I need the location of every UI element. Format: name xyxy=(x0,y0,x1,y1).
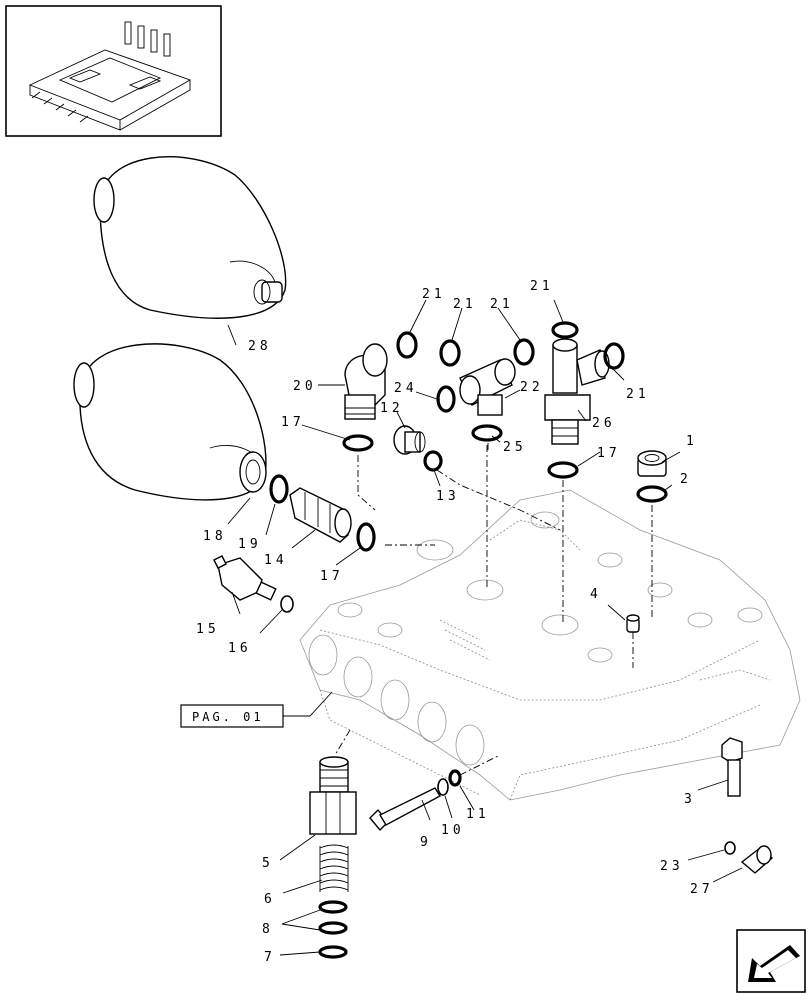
callout-6: 6 xyxy=(264,892,276,907)
callout-27: 27 xyxy=(690,882,714,897)
oring-19[interactable] xyxy=(269,474,289,504)
callout-24: 24 xyxy=(394,381,418,396)
oring-24[interactable] xyxy=(436,385,456,413)
oring-21-a[interactable] xyxy=(396,331,418,359)
callout-2: 2 xyxy=(680,472,692,487)
callout-21b: 21 xyxy=(453,297,477,312)
cross-fitting-26[interactable] xyxy=(544,338,610,445)
adapter-14[interactable] xyxy=(289,487,352,543)
callout-21a: 21 xyxy=(422,287,446,302)
plug-12[interactable] xyxy=(393,425,426,455)
spring-6[interactable] xyxy=(319,844,349,892)
callout-21e: 21 xyxy=(626,387,650,402)
assembly-centerlines xyxy=(334,443,653,776)
callout-25: 25 xyxy=(503,440,527,455)
callout-22: 22 xyxy=(520,380,544,395)
elbow-fitting-20[interactable] xyxy=(344,343,388,420)
washer-8-b[interactable] xyxy=(318,921,348,935)
callout-16: 16 xyxy=(228,641,252,656)
valve-body-ghost xyxy=(299,489,801,801)
washer-10[interactable] xyxy=(437,778,449,796)
callout-leaders xyxy=(227,299,743,956)
oring-25[interactable] xyxy=(471,424,503,442)
callout-23: 23 xyxy=(660,859,684,874)
accumulator-lower[interactable] xyxy=(73,343,267,501)
oring-21-c[interactable] xyxy=(513,338,535,366)
callout-5: 5 xyxy=(262,856,274,871)
oring-17-top[interactable] xyxy=(342,434,374,452)
callout-4: 4 xyxy=(590,587,602,602)
page-reference-label: PAG. 01 xyxy=(192,710,264,724)
fitting-5[interactable] xyxy=(309,756,357,835)
callout-14: 14 xyxy=(264,553,288,568)
pin-9[interactable] xyxy=(369,787,441,832)
callout-17b: 17 xyxy=(597,446,621,461)
washer-8-a[interactable] xyxy=(318,900,348,914)
oring-17-left[interactable] xyxy=(356,522,376,552)
callout-12: 12 xyxy=(380,401,404,416)
callout-11: 11 xyxy=(466,807,490,822)
callout-labels: 28 21 21 21 21 21 20 24 22 17 12 25 26 1… xyxy=(196,279,714,965)
callout-3: 3 xyxy=(684,792,696,807)
oring-7[interactable] xyxy=(318,945,348,959)
callout-7: 7 xyxy=(264,950,276,965)
oring-17-right[interactable] xyxy=(547,461,579,479)
page-reference-box[interactable]: PAG. 01 xyxy=(180,691,333,728)
plug-1[interactable] xyxy=(637,450,667,477)
bolt-3[interactable] xyxy=(721,737,743,797)
callout-18: 18 xyxy=(203,529,227,544)
sensor-15[interactable] xyxy=(213,555,277,601)
oring-21-b[interactable] xyxy=(439,339,461,367)
callout-1: 1 xyxy=(686,434,698,449)
next-page-arrow-icon[interactable] xyxy=(736,929,806,993)
callout-13: 13 xyxy=(436,489,460,504)
callout-15: 15 xyxy=(196,622,220,637)
accumulator-upper[interactable] xyxy=(93,156,287,319)
washer-16[interactable] xyxy=(280,595,294,613)
oring-21-e[interactable] xyxy=(603,342,625,370)
oring-2[interactable] xyxy=(636,485,668,503)
insert-4[interactable] xyxy=(626,614,640,633)
callout-9: 9 xyxy=(420,835,432,850)
callout-17c: 17 xyxy=(320,569,344,584)
valve-assembly-thumbnail-icon xyxy=(28,21,192,131)
callout-21c: 21 xyxy=(490,297,514,312)
callout-17a: 17 xyxy=(281,415,305,430)
oring-23[interactable] xyxy=(724,841,736,855)
callout-19: 19 xyxy=(238,537,262,552)
thumbnail-frame[interactable] xyxy=(5,5,222,137)
oring-21-d[interactable] xyxy=(551,321,579,339)
plug-27[interactable] xyxy=(740,845,774,874)
callout-21d: 21 xyxy=(530,279,554,294)
oring-13[interactable] xyxy=(423,450,443,472)
tee-fitting-22[interactable] xyxy=(459,358,516,416)
callout-20: 20 xyxy=(293,379,317,394)
callout-28: 28 xyxy=(248,339,272,354)
callout-10: 10 xyxy=(441,823,465,838)
callout-8: 8 xyxy=(262,922,274,937)
callout-26: 26 xyxy=(592,416,616,431)
washer-11[interactable] xyxy=(448,769,462,787)
